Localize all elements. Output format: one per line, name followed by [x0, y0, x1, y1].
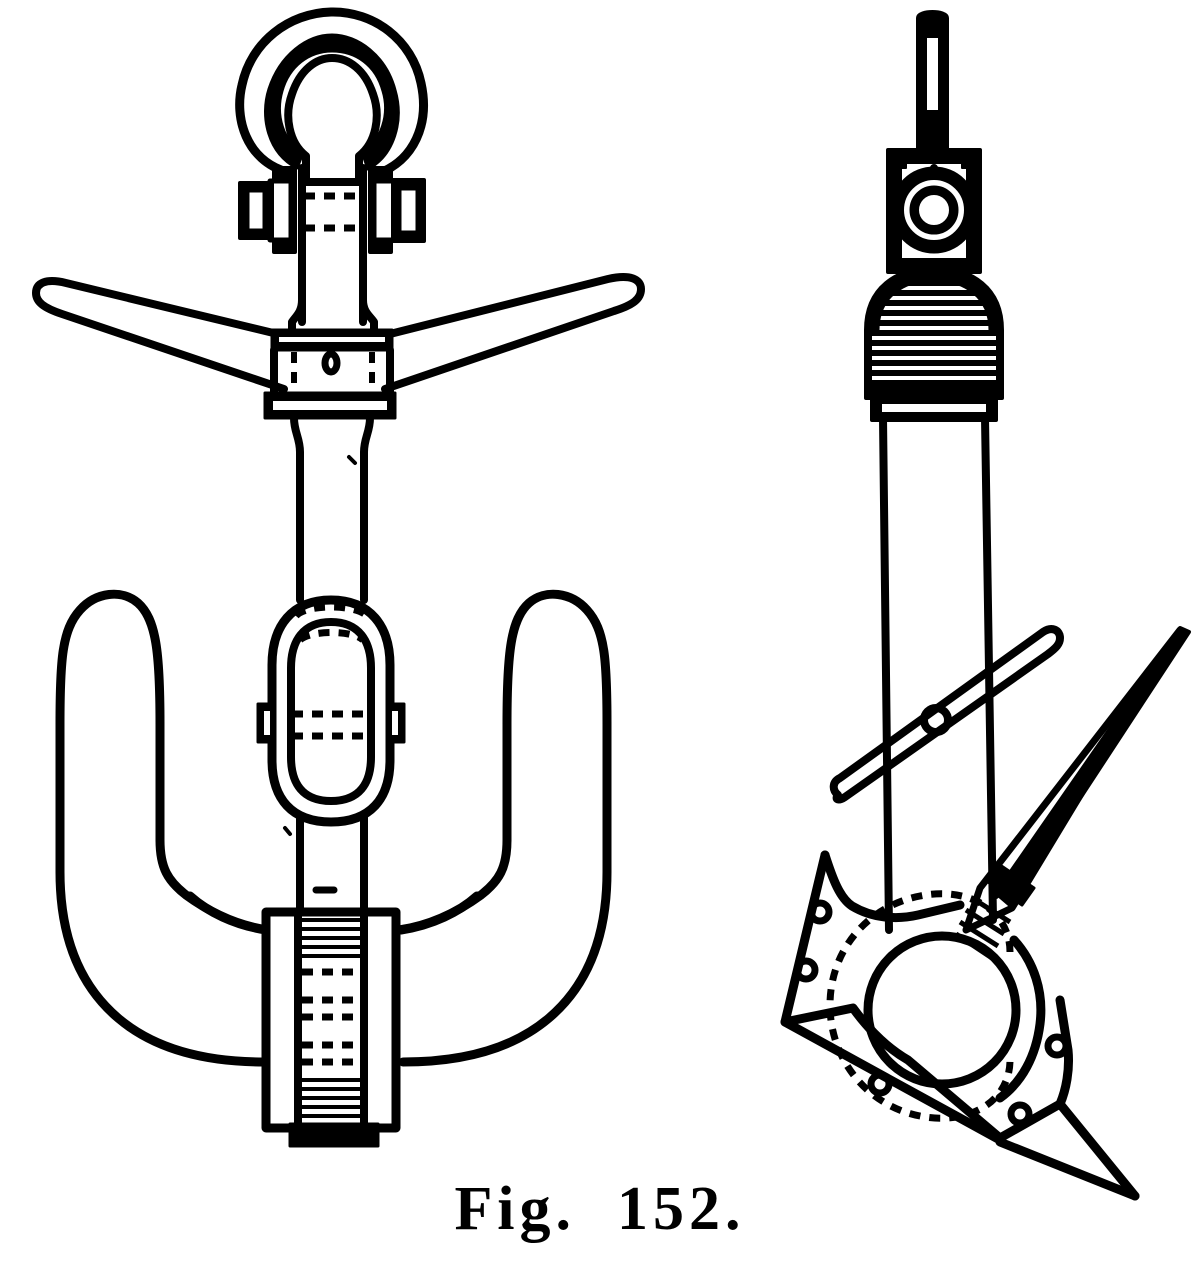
link-lug-left — [256, 702, 276, 744]
oval-link — [256, 595, 406, 827]
crown-casting — [780, 850, 1140, 1201]
shackle-ring — [235, 7, 428, 186]
crown-dome — [864, 266, 1004, 400]
shank-side — [879, 414, 997, 934]
stock-collar-lower — [263, 391, 397, 420]
stock-bar — [829, 625, 1064, 804]
crown-foot — [288, 1122, 380, 1148]
stock-plate — [270, 346, 394, 398]
shank-mid — [290, 414, 374, 604]
shank-mid-upper — [288, 248, 378, 336]
figure-caption: Fig. 152. — [454, 1175, 746, 1243]
crown-hatch-upper — [300, 918, 362, 958]
crown-hatch-lower — [300, 1078, 362, 1118]
crown-hidden-lines — [302, 968, 360, 1066]
view-side-elevation — [780, 10, 1191, 1201]
view-front-elevation — [32, 7, 645, 1148]
dome-band — [870, 394, 998, 422]
fluke-right — [394, 589, 612, 1067]
stock-hole — [321, 350, 341, 376]
crown-trunnion — [863, 931, 1021, 1089]
stock — [32, 273, 645, 393]
rivet-holes — [793, 899, 1070, 1127]
stock-collar-upper — [270, 328, 394, 352]
dome-hatching — [872, 286, 996, 380]
crown-block — [261, 907, 401, 1148]
shackle-bolt — [238, 166, 426, 254]
link-lug-right — [386, 702, 406, 744]
stock-boss — [920, 704, 952, 736]
fluke-left — [55, 589, 273, 1067]
fluke-side — [954, 626, 1191, 961]
head-plate — [886, 148, 982, 274]
shank-upper — [298, 164, 367, 326]
shackle-tongue — [916, 10, 949, 152]
